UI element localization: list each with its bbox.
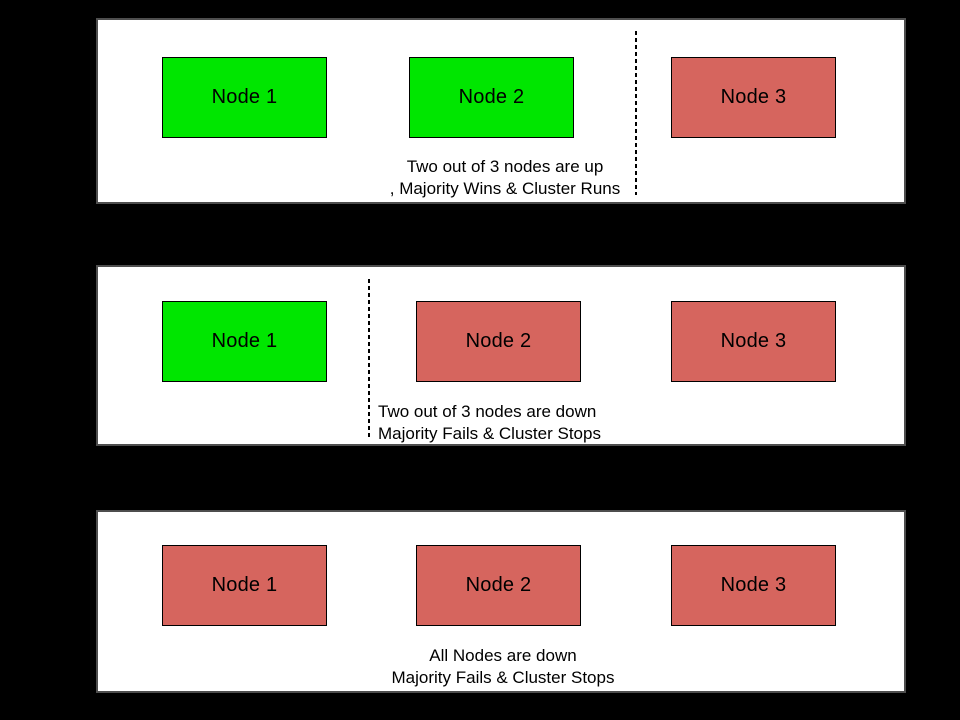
- quorum-partition-dashed-line: [368, 279, 370, 437]
- node-box: Node 3: [671, 301, 836, 382]
- panel-majority-down: Node 1 Node 2 Node 3 Two out of 3 nodes …: [96, 265, 906, 446]
- caption-line-1: All Nodes are down: [429, 646, 577, 665]
- node-box: Node 1: [162, 301, 327, 382]
- node-label: Node 2: [465, 574, 532, 596]
- node-label: Node 1: [211, 574, 278, 596]
- node-box: Node 3: [671, 57, 836, 138]
- caption-line-1: Two out of 3 nodes are up: [406, 157, 604, 176]
- node-label: Node 3: [720, 86, 787, 108]
- node-label: Node 2: [465, 330, 532, 352]
- node-box: Node 2: [416, 301, 581, 382]
- node-label: Node 3: [720, 574, 787, 596]
- node-box: Node 1: [162, 57, 327, 138]
- node-label: Node 3: [720, 330, 787, 352]
- node-label: Node 1: [211, 86, 278, 108]
- panel-caption: Two out of 3 nodes are up , Majority Win…: [340, 156, 670, 199]
- node-label: Node 1: [211, 330, 278, 352]
- panel-caption: All Nodes are down Majority Fails & Clus…: [338, 645, 668, 688]
- quorum-partition-dashed-line: [635, 31, 637, 195]
- panel-caption: Two out of 3 nodes are down Majority Fai…: [378, 401, 718, 444]
- node-box: Node 3: [671, 545, 836, 626]
- node-label: Node 2: [458, 86, 525, 108]
- panel-majority-up: Node 1 Node 2 Node 3 Two out of 3 nodes …: [96, 18, 906, 204]
- panel-all-down: Node 1 Node 2 Node 3 All Nodes are down …: [96, 510, 906, 693]
- caption-line-1: Two out of 3 nodes are down: [378, 402, 597, 421]
- caption-line-2: Majority Fails & Cluster Stops: [378, 423, 601, 443]
- caption-line-2: Majority Fails & Cluster Stops: [391, 667, 615, 687]
- node-box: Node 1: [162, 545, 327, 626]
- node-box: Node 2: [416, 545, 581, 626]
- node-box: Node 2: [409, 57, 574, 138]
- caption-line-2: , Majority Wins & Cluster Runs: [389, 178, 621, 198]
